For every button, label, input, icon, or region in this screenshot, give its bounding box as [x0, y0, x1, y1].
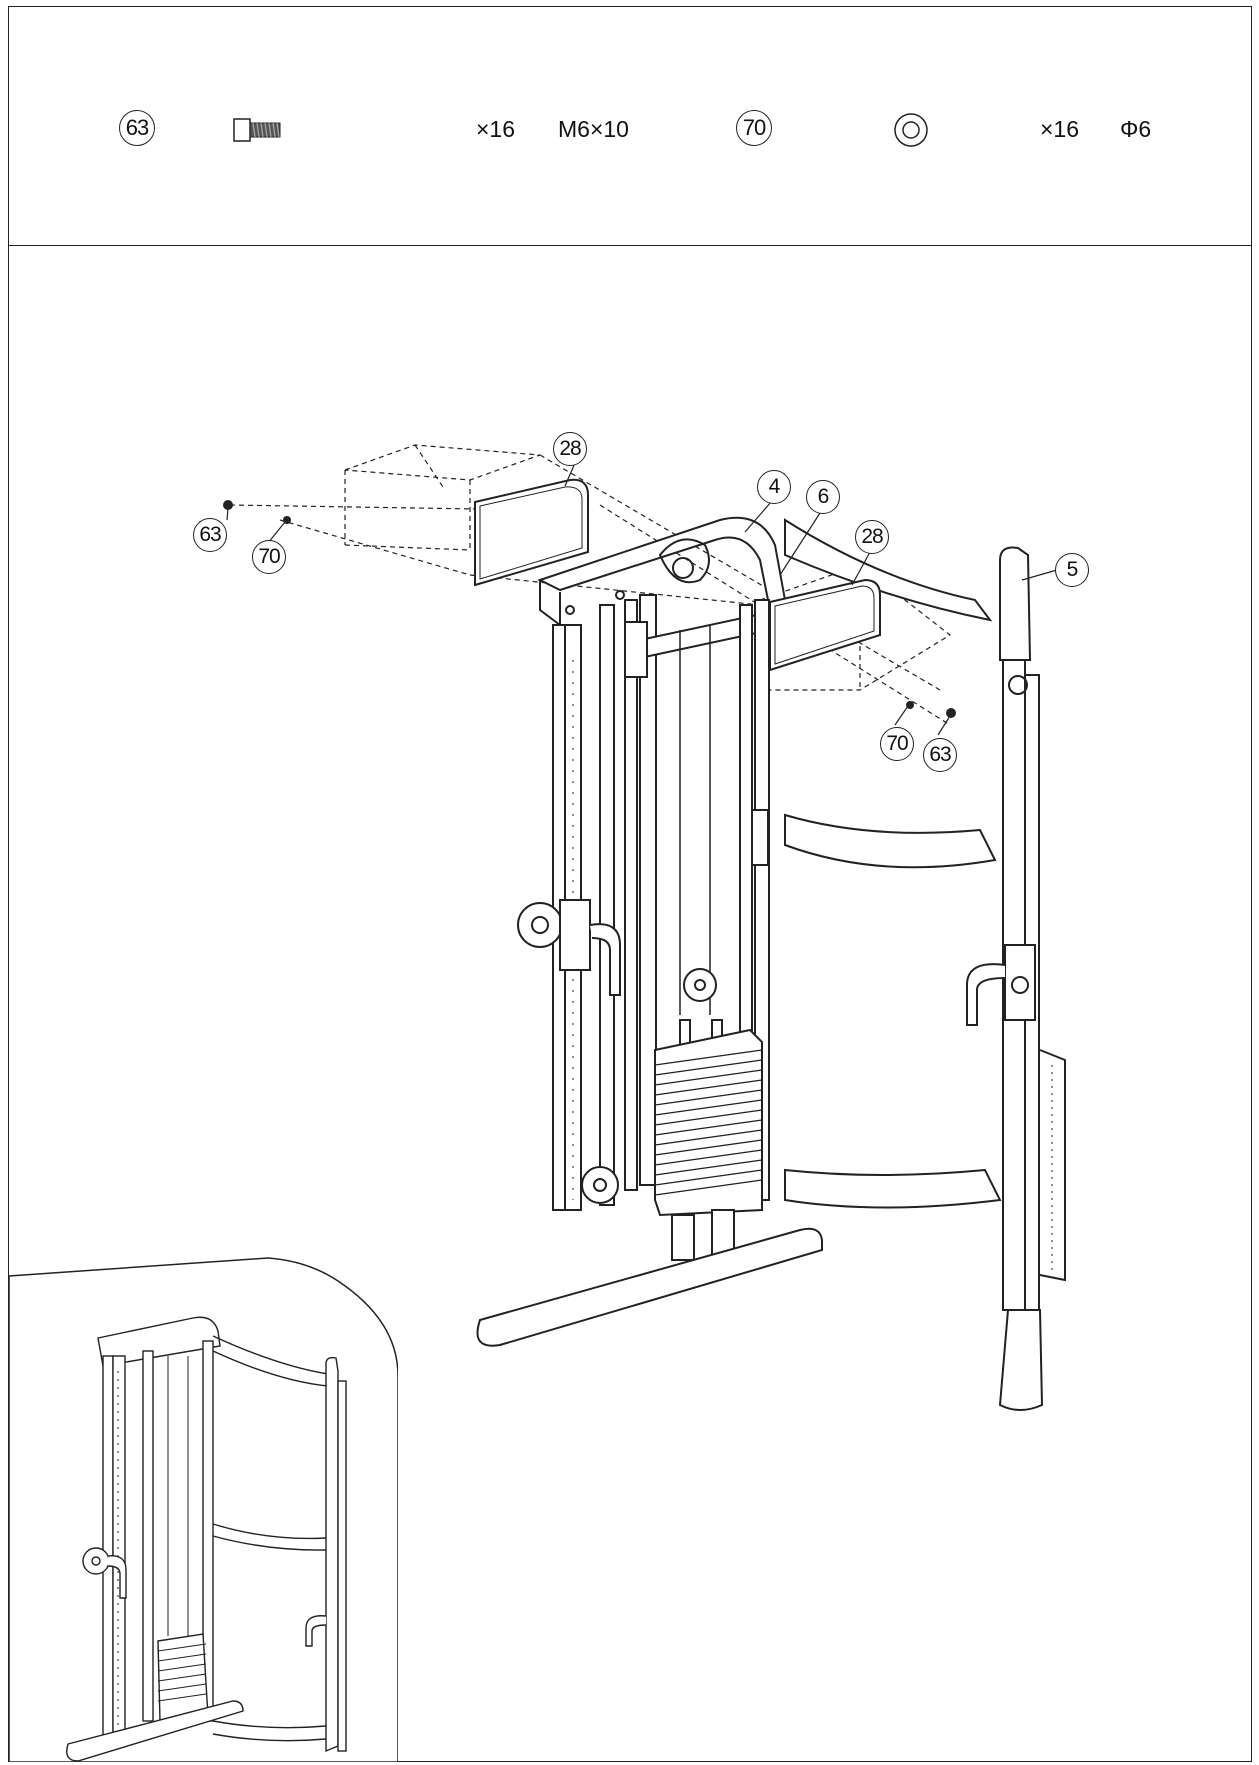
part-63-quantity: ×16 [476, 116, 516, 142]
callout-upright: 5 [1055, 553, 1089, 587]
callout-frame-top: 4 [757, 470, 791, 504]
hardware-header: 63 ×16 M6×10 70 ×16 Φ6 [8, 6, 1252, 246]
part-63-spec: M6×10 [558, 116, 629, 142]
callout-washer-left: 70 [252, 540, 286, 574]
callout-bolt-left: 63 [193, 518, 227, 552]
callout-bolt-right: 63 [923, 738, 957, 772]
washer-icon [893, 112, 929, 154]
callout-panel-left: 28 [553, 432, 587, 466]
page-frame [8, 6, 1252, 1762]
part-70-quantity: ×16 [1040, 116, 1080, 142]
callout-washer-right: 70 [880, 727, 914, 761]
part-63-label: 63 [119, 110, 155, 146]
assembled-view-inset [8, 1257, 398, 1762]
part-70-spec: Φ6 [1120, 116, 1152, 142]
part-70-label: 70 [736, 110, 772, 146]
callout-bracket: 6 [806, 480, 840, 514]
bolt-icon [233, 118, 285, 148]
callout-panel-right: 28 [855, 520, 889, 554]
